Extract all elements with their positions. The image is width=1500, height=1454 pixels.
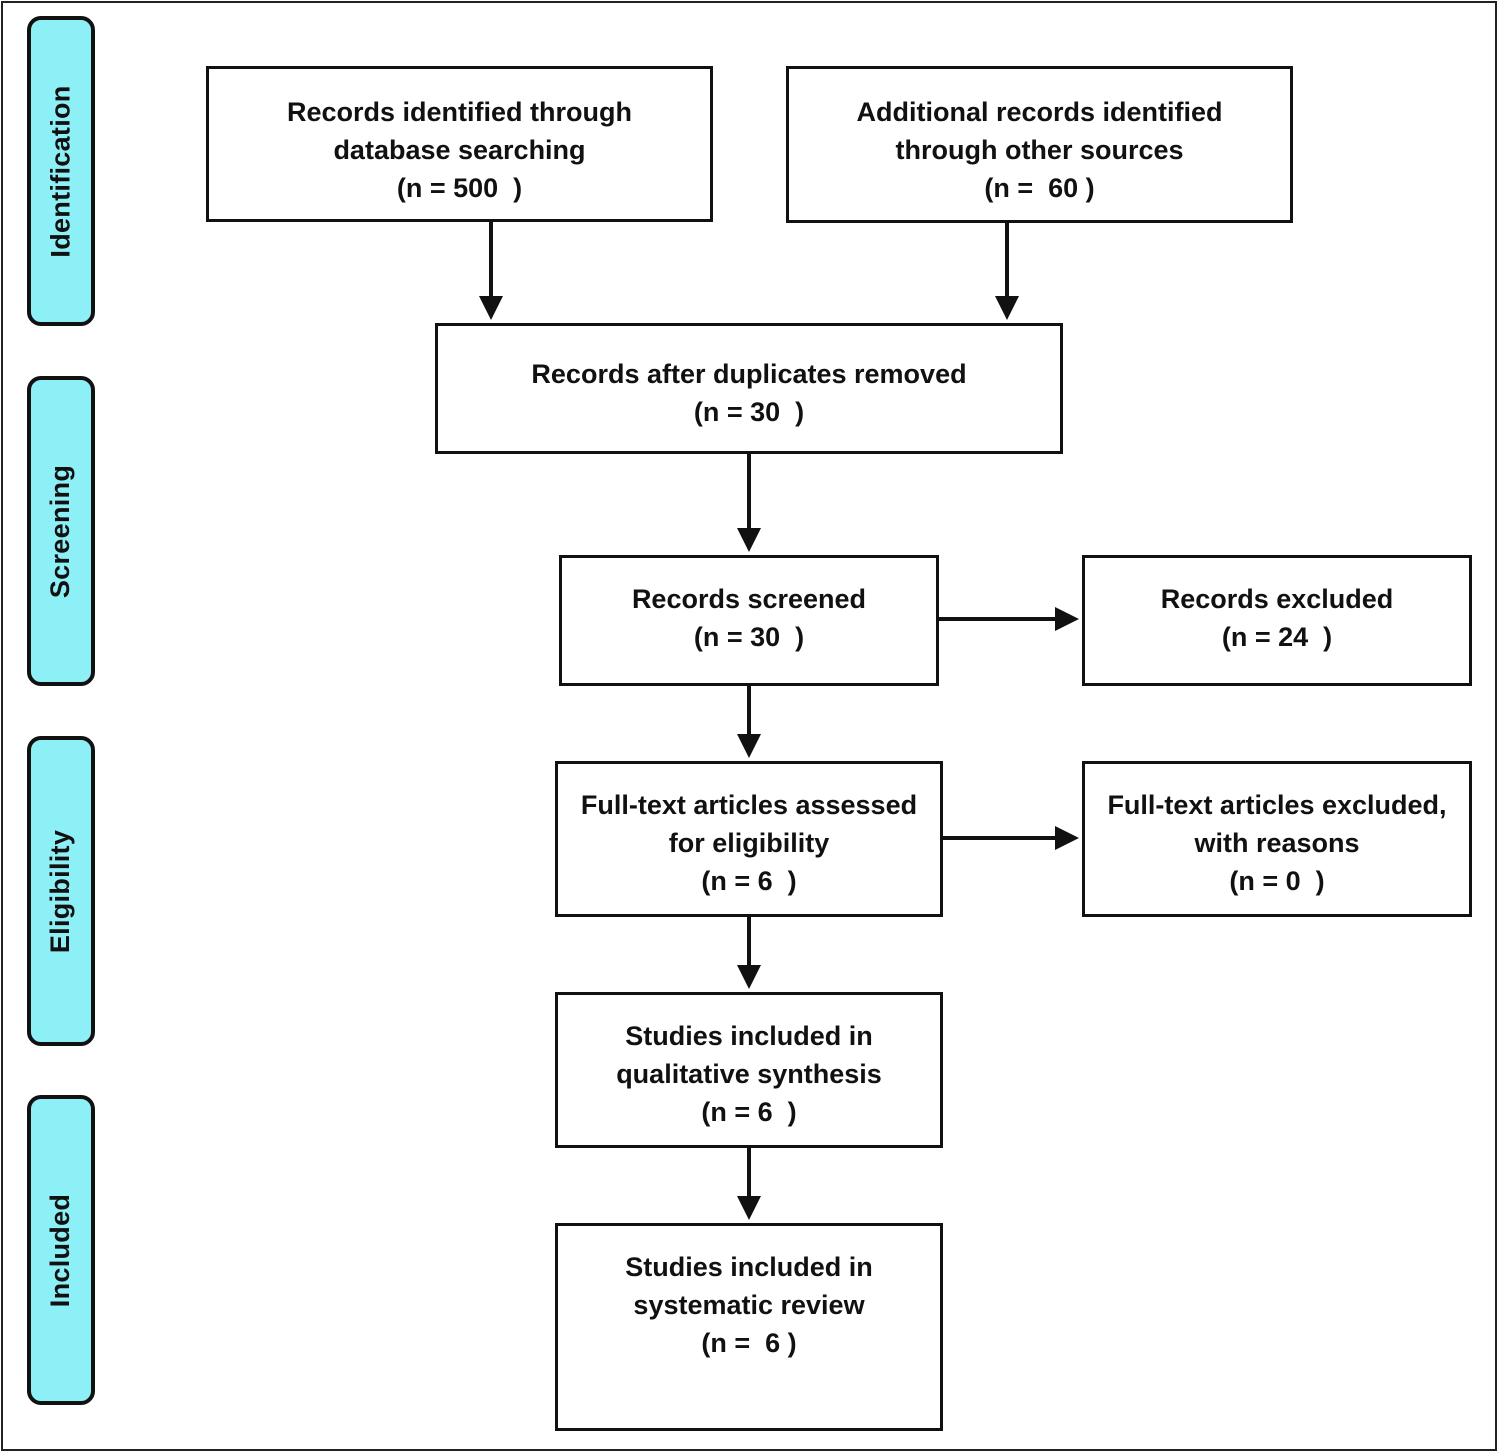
- box-line: through other sources: [895, 135, 1184, 165]
- box-line: Records after duplicates removed: [531, 359, 967, 389]
- box-count: (n = 30 ): [693, 622, 805, 652]
- box-fulltext-excluded: Full-text articles excluded, with reason…: [1082, 761, 1472, 917]
- box-line: Studies included in: [625, 1021, 873, 1051]
- box-line: qualitative synthesis: [616, 1059, 882, 1089]
- box-count: (n = 500 ): [396, 173, 523, 203]
- box-count: (n = 6 ): [701, 866, 797, 896]
- box-count: (n = 0 ): [1229, 866, 1325, 896]
- box-count: (n = 30 ): [693, 397, 805, 427]
- box-line: Full-text articles excluded,: [1107, 790, 1447, 820]
- box-database-records: Records identified through database sear…: [206, 66, 713, 222]
- box-line: Records identified through: [286, 97, 632, 127]
- box-count: (n = 60 ): [984, 173, 1095, 203]
- box-line: Studies included in: [625, 1252, 873, 1282]
- box-line: Records screened: [631, 584, 867, 614]
- box-count: (n = 24 ): [1221, 622, 1333, 652]
- box-systematic-review: Studies included in systematic review (n…: [555, 1223, 943, 1431]
- box-line: database searching: [333, 135, 586, 165]
- box-fulltext-assessed: Full-text articles assessed for eligibil…: [555, 761, 943, 917]
- box-excluded: Records excluded (n = 24 ): [1082, 555, 1472, 686]
- box-count: (n = 6 ): [701, 1328, 797, 1358]
- box-screened: Records screened (n = 30 ): [559, 555, 939, 686]
- box-qualitative-synthesis: Studies included in qualitative synthesi…: [555, 992, 943, 1148]
- box-after-duplicates: Records after duplicates removed (n = 30…: [435, 323, 1063, 454]
- box-count: (n = 6 ): [701, 1097, 797, 1127]
- box-line: Additional records identified: [856, 97, 1223, 127]
- stage-screening: Screening: [27, 376, 95, 686]
- box-line: for eligibility: [668, 828, 830, 858]
- box-other-records: Additional records identified through ot…: [786, 66, 1293, 223]
- stage-included: Included: [27, 1095, 95, 1405]
- stage-identification: Identification: [27, 16, 95, 326]
- stage-eligibility: Eligibility: [27, 736, 95, 1046]
- box-line: with reasons: [1194, 828, 1360, 858]
- box-line: Records excluded: [1160, 584, 1394, 614]
- box-line: Full-text articles assessed: [580, 790, 918, 820]
- box-line: systematic review: [633, 1290, 865, 1320]
